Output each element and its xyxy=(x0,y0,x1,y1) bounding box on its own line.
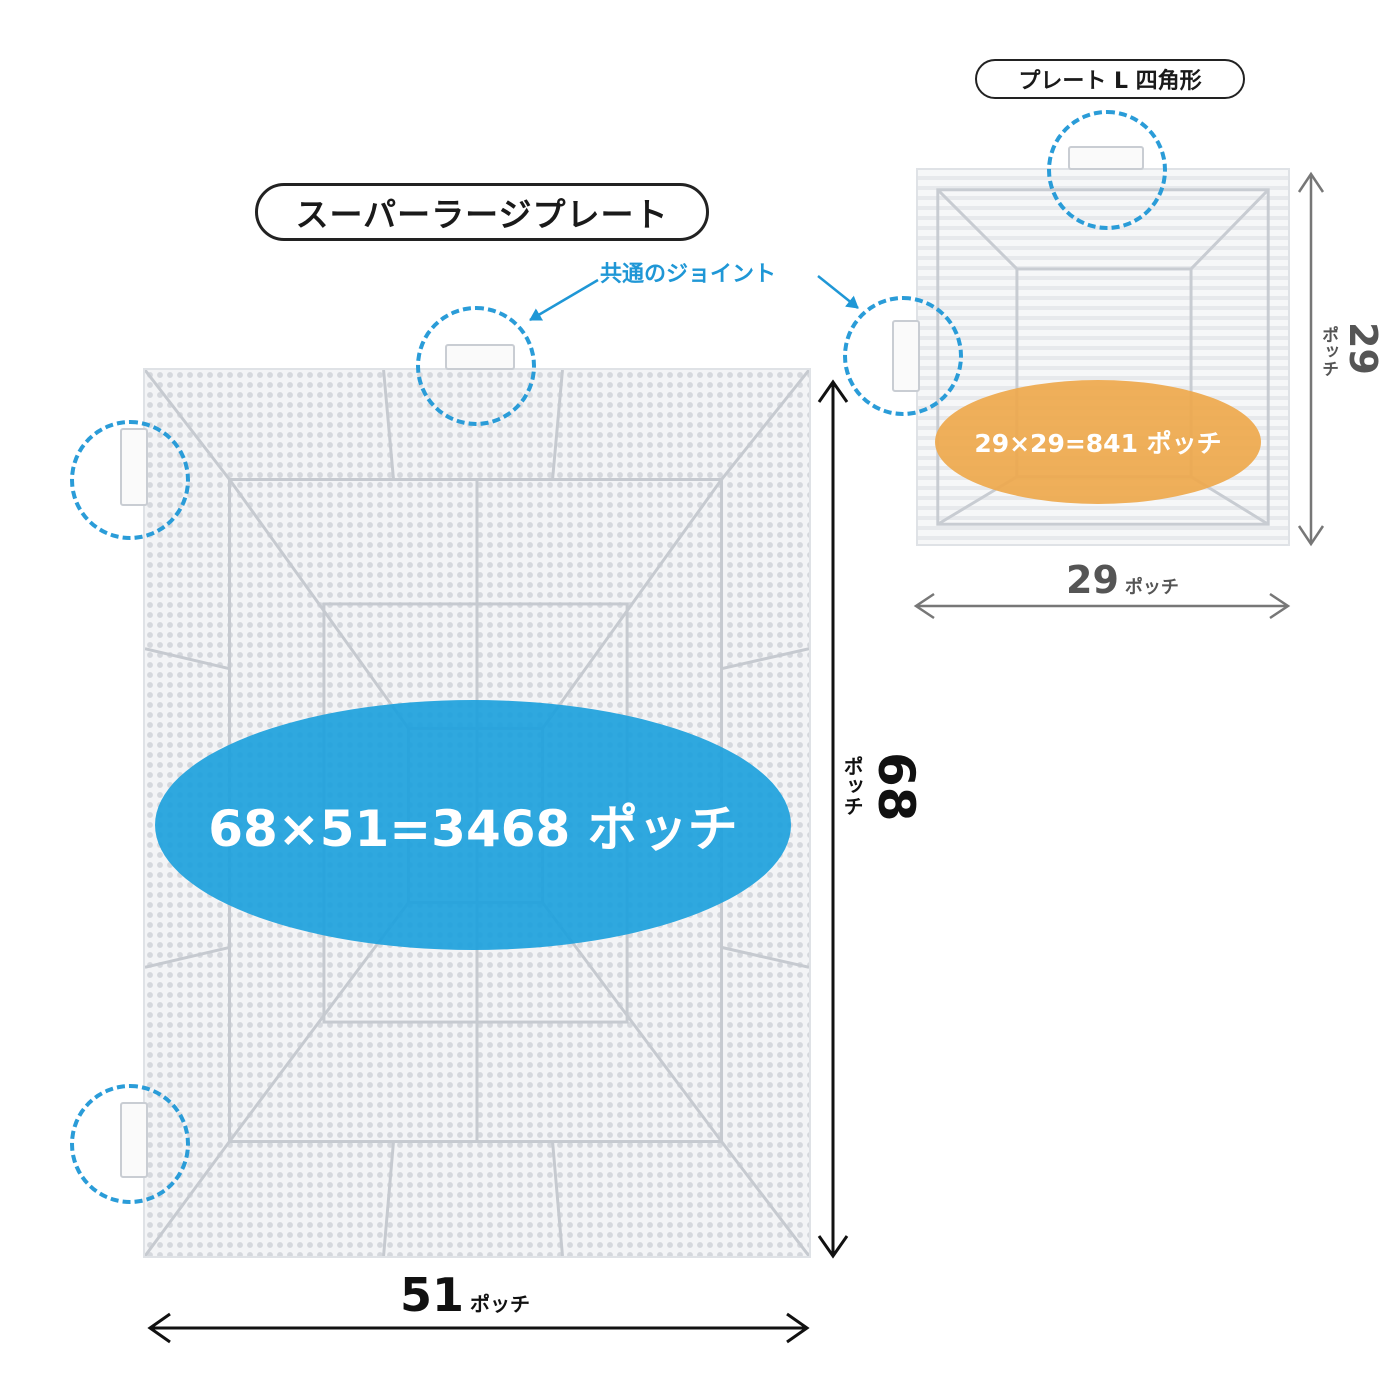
joint-highlight-circle-left-upper xyxy=(70,420,190,540)
large-height-label: 68 ポッチ xyxy=(838,752,925,822)
small-width-unit: ポッチ xyxy=(1124,577,1179,598)
joint-highlight-circle-top xyxy=(416,306,536,426)
small-width-value: 29 xyxy=(1066,558,1119,602)
joint-pointer-arrow-left xyxy=(529,278,599,322)
small-width-label: 29 ポッチ xyxy=(1066,558,1179,602)
plate-l-square-title: プレート L 四角形 xyxy=(975,59,1245,99)
joint-highlight-circle-small-left xyxy=(843,296,963,416)
common-joint-label: 共通のジョイント xyxy=(600,262,777,287)
small-height-label: 29 ポッチ xyxy=(1316,322,1385,377)
large-height-unit: ポッチ xyxy=(840,756,864,816)
super-large-plate-formula: 68×51=3468 ポッチ xyxy=(155,700,791,950)
large-height-value: 68 xyxy=(867,752,925,822)
large-width-label: 51 ポッチ xyxy=(400,1268,530,1322)
joint-highlight-circle-left-lower xyxy=(70,1084,190,1204)
small-height-unit: ポッチ xyxy=(1318,326,1338,377)
joint-highlight-circle-small-top xyxy=(1047,110,1167,230)
large-width-unit: ポッチ xyxy=(470,1292,531,1316)
joint-pointer-arrow-right xyxy=(817,275,859,309)
large-width-value: 51 xyxy=(400,1268,465,1322)
plate-l-square-formula: 29×29=841 ポッチ xyxy=(935,380,1261,504)
small-height-value: 29 xyxy=(1341,322,1385,375)
super-large-plate-title: スーパーラージプレート xyxy=(255,183,709,241)
